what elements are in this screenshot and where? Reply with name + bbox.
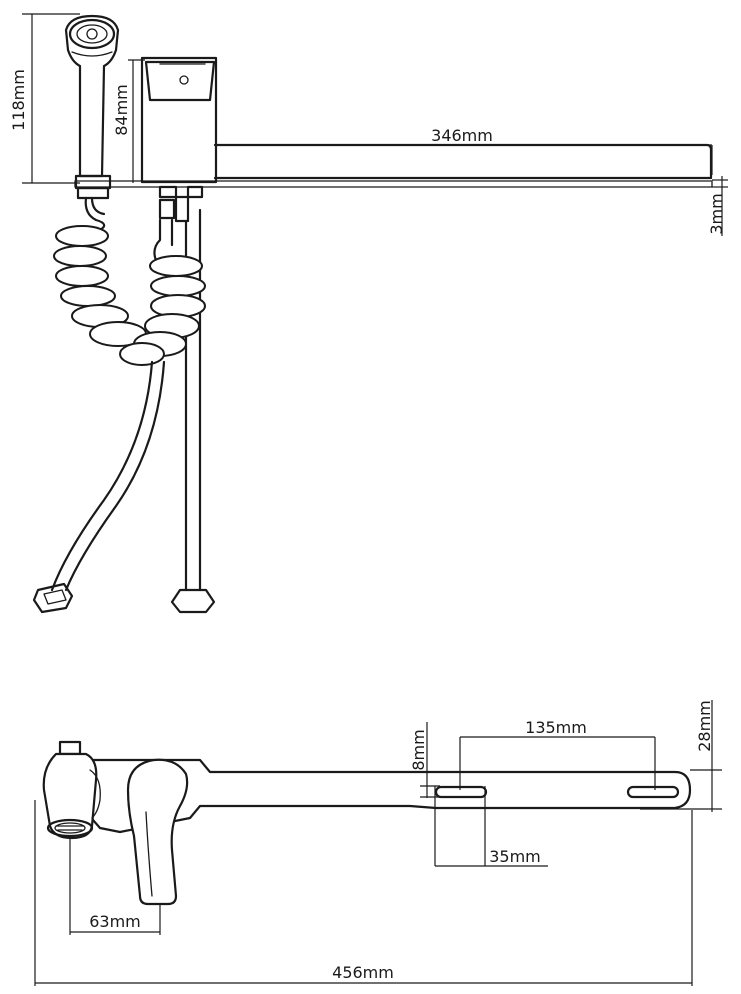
lever-handle [126,758,189,906]
dim-346-line [215,144,713,175]
dim-35-line [434,786,548,867]
hand-shower-top [42,740,101,840]
spout [213,143,713,180]
dim-3-label: 3mm [707,193,726,234]
dim-346-label: 346mm [431,126,493,145]
dim-35-label: 35mm [489,847,541,866]
mixer-body [140,56,218,184]
coiled-hose [32,196,206,614]
dim-456-label: 456mm [332,963,394,982]
mounting-slot-left [434,785,488,799]
dim-63-label: 63mm [89,912,141,931]
hand-shower [64,14,120,200]
dim-135-label: 135mm [525,718,587,737]
mounting-slot-right [626,785,680,799]
dim-8-label: 8mm [409,729,428,770]
dim-84-label: 84mm [112,84,131,136]
dim-456-line [34,800,693,986]
mounting-plate [82,758,692,834]
hose-connectors [158,185,204,223]
dim-28-label: 28mm [695,700,714,752]
top-view: 135mm 8mm 28mm 35mm 63mm [34,700,722,986]
dim-118-line [22,13,80,184]
dim-3-line [712,176,728,236]
dim-8-line [420,722,440,798]
side-view: 118mm 84mm 346mm 3mm [9,13,728,614]
dim-118-label: 118mm [9,69,28,131]
dim-135-line [459,736,656,790]
